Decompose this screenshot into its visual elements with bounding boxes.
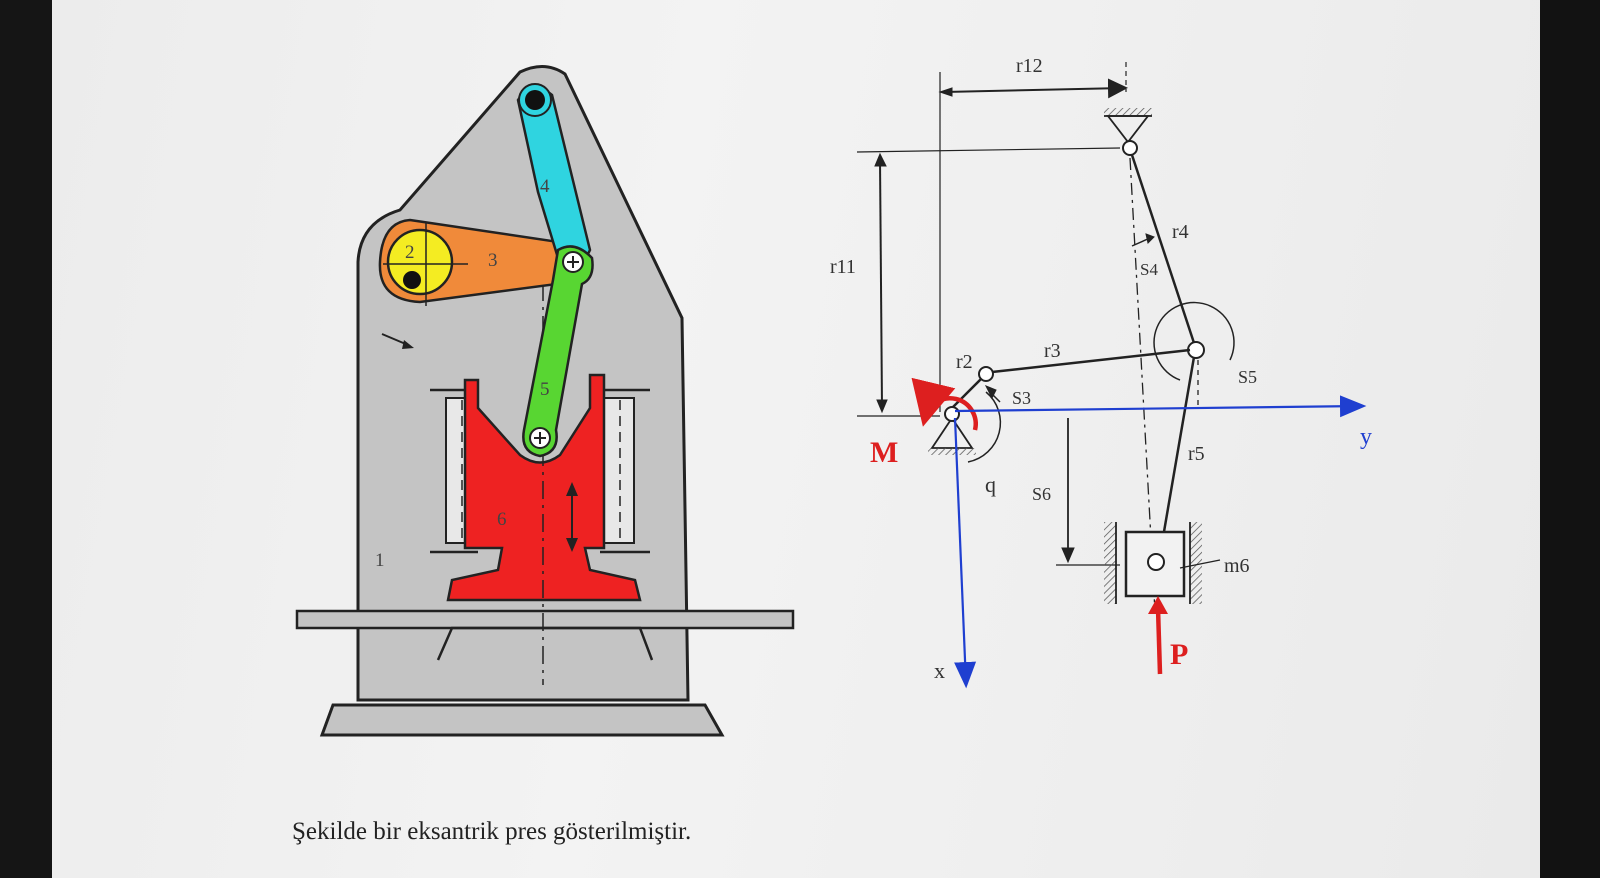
- label-s6: S6: [1032, 484, 1051, 504]
- crank-disk-2: [386, 228, 454, 296]
- label-part-5: 5: [540, 379, 550, 400]
- press-table-rail: [295, 609, 795, 630]
- press-illustration: 1 2 3 4 5 6: [295, 65, 795, 737]
- label-r2: r2: [956, 351, 973, 373]
- label-part-6: 6: [497, 509, 507, 530]
- monitor-bezel-right: [1540, 0, 1600, 878]
- label-r3: r3: [1044, 340, 1061, 362]
- label-moment-M: M: [870, 436, 898, 469]
- schematic-labels: r12 r11 r4 S4 r3 r2 S3 S5 r5 S6 q m6 y x…: [830, 55, 1372, 683]
- figure-caption: Şekilde bir eksantrik pres gösterilmişti…: [292, 818, 692, 845]
- press-frame: [356, 65, 690, 702]
- label-s3: S3: [1012, 388, 1031, 408]
- force-P-arrow: [1155, 607, 1163, 675]
- label-force-P: P: [1170, 638, 1188, 671]
- link-r5: [1158, 356, 1196, 556]
- slider-6: [446, 373, 642, 602]
- label-s4: S4: [1140, 260, 1158, 279]
- origin-ground-support: [930, 416, 974, 449]
- label-part-4: 4: [540, 176, 550, 197]
- label-s5: S5: [1238, 367, 1257, 387]
- link-r4: [1130, 154, 1197, 347]
- joint-r2-r3: [978, 366, 994, 382]
- label-q: q: [985, 472, 996, 497]
- label-part-1: 1: [375, 550, 385, 571]
- link-5-green: [522, 245, 594, 458]
- angle-q-arc: [967, 391, 1002, 463]
- crank-r2: [951, 377, 983, 409]
- label-m6: m6: [1224, 555, 1250, 577]
- axis-y: [954, 395, 1367, 418]
- link-r3: [991, 348, 1191, 374]
- label-part-3: 3: [488, 250, 498, 271]
- kinematic-schematic: [856, 62, 1367, 689]
- top-ground-support: [1106, 115, 1150, 144]
- label-part-2: 2: [405, 242, 415, 263]
- joint-slider: [1147, 553, 1165, 571]
- mass-center-circle-s5: [1153, 301, 1235, 381]
- label-r11: r11: [830, 256, 856, 278]
- screen-area: [52, 0, 1540, 878]
- moment-M-arrow: [911, 377, 978, 431]
- axis-x: [953, 417, 977, 689]
- pivot-top: [1122, 140, 1138, 156]
- slider-m6: [1124, 530, 1186, 598]
- dim-r11: [879, 159, 883, 409]
- guide-rail-right: [603, 397, 635, 544]
- joint-r3-r4: [1187, 341, 1205, 359]
- label-r12: r12: [1016, 55, 1043, 77]
- monitor-bezel-left: [0, 0, 52, 878]
- label-r5: r5: [1188, 443, 1205, 465]
- dim-r12: [943, 78, 1128, 99]
- pivot-origin: [944, 406, 960, 422]
- label-axis-x: x: [934, 658, 945, 683]
- label-r4: r4: [1172, 221, 1189, 243]
- crank-pin: [403, 271, 421, 289]
- press-lower-bracket: [436, 626, 654, 661]
- guide-bracket-right: [600, 388, 650, 554]
- label-axis-y: y: [1360, 424, 1372, 450]
- press-base: [319, 703, 725, 737]
